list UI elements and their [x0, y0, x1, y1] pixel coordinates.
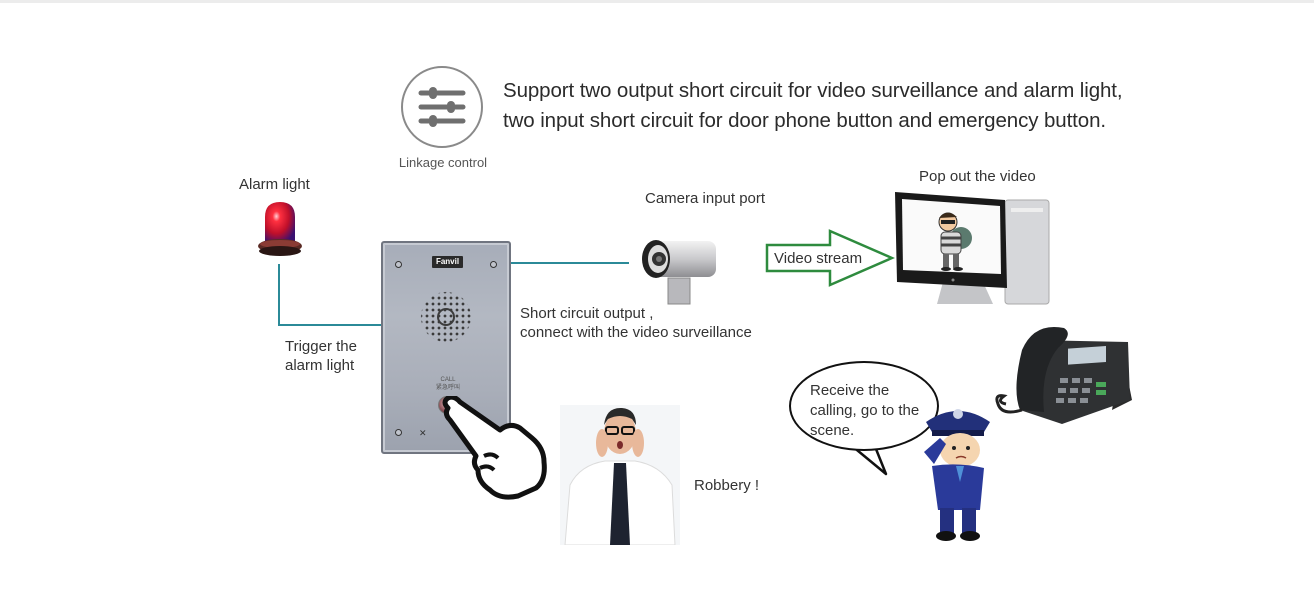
headline-line-2: two input short circuit for door phone b… [503, 109, 1106, 132]
robbery-label: Robbery ! [694, 477, 760, 494]
short-circuit-label: Short circuit output , connect with the … [520, 305, 752, 341]
trigger-label: Trigger the alarm light [285, 338, 357, 374]
video-stream-label: Video stream [774, 250, 863, 267]
desk-phone-icon [992, 320, 1137, 430]
speaker-center-icon [437, 308, 455, 326]
bubble-tail-mask [842, 426, 882, 440]
call-text: CALL 紧急呼叫 [435, 377, 460, 391]
siren-icon [255, 199, 305, 261]
police-officer-icon [918, 402, 998, 542]
brand-logo: Fanvil [432, 256, 463, 268]
alarm-light-label: Alarm light [239, 176, 310, 193]
cctv-camera-icon [640, 238, 720, 306]
wire-alarm-horizontal [278, 324, 382, 326]
top-border [0, 0, 1314, 3]
camera-label: Camera input port [645, 190, 766, 207]
screw-icon [395, 261, 402, 268]
thief-icon [931, 210, 977, 272]
pop-out-video-label: Pop out the video [919, 168, 1036, 185]
sliders-icon [401, 66, 483, 148]
desktop-computer-icon [893, 190, 1053, 310]
speech-bubble-text: Receive the calling, go to the scene. [810, 382, 920, 439]
mic-icon: ✕ [419, 428, 427, 438]
shocked-man-icon [560, 405, 680, 546]
wire-camera [511, 262, 629, 264]
linkage-control-caption: Linkage control [398, 155, 488, 170]
screw-icon [395, 429, 402, 436]
wire-alarm-vertical [278, 264, 280, 326]
video-stream-arrow-icon [765, 229, 896, 287]
headline-line-1: Support two output short circuit for vid… [503, 79, 1123, 102]
screw-icon [490, 261, 497, 268]
headline: Support two output short circuit for vid… [503, 76, 1183, 136]
pointing-hand-icon [440, 394, 550, 502]
